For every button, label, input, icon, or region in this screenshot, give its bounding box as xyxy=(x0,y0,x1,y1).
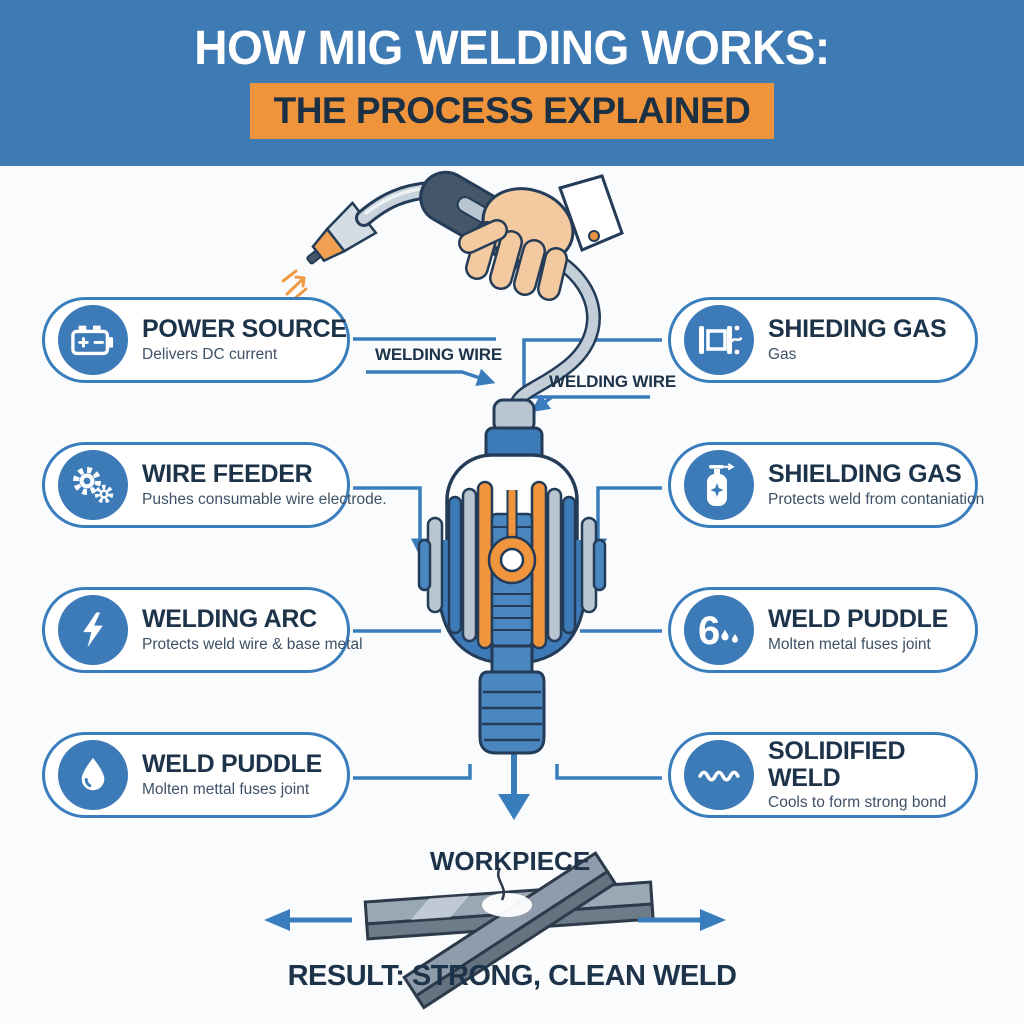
callout-subtitle: Cools to form strong bond xyxy=(768,793,947,811)
callout-title: WELDING ARC xyxy=(142,605,317,634)
lightning-icon xyxy=(83,612,103,648)
sleeve-cuff xyxy=(558,174,624,253)
callout-shielding-gas-2: SHIELDING GAS Protects weld from contani… xyxy=(668,442,985,528)
welding-wire-label-left: WELDING WIRE xyxy=(375,345,502,364)
callout-subtitle: Delivers DC current xyxy=(142,345,278,363)
torch-cable xyxy=(509,254,601,411)
callout-power-source: POWER SOURCE Delivers DC current xyxy=(42,297,350,383)
feed-rollers xyxy=(447,480,577,650)
welding-torch xyxy=(281,170,624,301)
callout-welding-arc: WELDING ARC Protects weld wire & base me… xyxy=(42,587,363,673)
callout-title: SHIEDING GAS xyxy=(768,315,947,344)
icon-circle xyxy=(684,305,754,375)
icon-circle xyxy=(684,740,754,810)
callout-weld-puddle-left: WELD PUDDLE Molten mettal fuses joint xyxy=(42,732,350,818)
callout-solidified-weld: SOLIDIFIED WELD Cools to form strong bon… xyxy=(668,732,978,818)
welding-wire-label-right: WELDING WIRE xyxy=(549,372,676,391)
callout-subtitle: Protects weld wire & base metal xyxy=(142,635,363,653)
workpiece xyxy=(363,851,655,1010)
page-title: HOW MIG WELDING WORKS: xyxy=(194,19,830,75)
wire-feeder-assembly xyxy=(417,398,607,755)
spark-icon xyxy=(281,269,308,301)
callout-shielding-gas-1: SHIEDING GAS Gas xyxy=(668,297,978,383)
droplet-icon xyxy=(81,758,105,791)
result-label: RESULT: STRONG, CLEAN WELD xyxy=(287,960,737,992)
wave-icon xyxy=(698,770,740,782)
gas-cylinder-icon xyxy=(707,463,735,506)
svg-text:6: 6 xyxy=(698,609,720,652)
callout-weld-puddle-right: 6 WELD PUDDLE Molten metal fuses joint xyxy=(668,587,978,673)
callout-title: WELD PUDDLE xyxy=(768,605,949,634)
icon-circle xyxy=(58,595,128,665)
callout-subtitle: Pushes consumable wire electrode. xyxy=(142,490,387,508)
callout-title: POWER SOURCE xyxy=(142,315,347,344)
torch-nozzle-tip xyxy=(306,201,378,265)
icon-circle xyxy=(684,450,754,520)
callout-subtitle: Gas xyxy=(768,345,797,363)
callout-subtitle: Protects weld from contaniation xyxy=(768,490,985,508)
weld-bead-squiggle xyxy=(497,867,505,901)
down-arrow xyxy=(498,753,530,820)
callout-title: WIRE FEEDER xyxy=(142,460,313,489)
icon-circle xyxy=(58,450,128,520)
hand xyxy=(458,174,624,301)
travel-arrows xyxy=(264,909,726,931)
six-droplets-icon: 6 xyxy=(698,609,738,652)
icon-circle xyxy=(58,740,128,810)
header: HOW MIG WELDING WORKS: THE PROCESS EXPLA… xyxy=(0,0,1024,166)
callout-wire-feeder: WIRE FEEDER Pushes consumable wire elect… xyxy=(42,442,387,528)
icon-circle: 6 xyxy=(684,595,754,665)
callout-title: WELD PUDDLE xyxy=(142,750,323,779)
icon-circle xyxy=(58,305,128,375)
gas-pipe-icon xyxy=(699,325,742,355)
callout-subtitle: Molten mettal fuses joint xyxy=(142,780,310,798)
workpiece-label: WORKPIECE xyxy=(429,846,591,876)
feeder-nozzle xyxy=(478,644,546,755)
callout-title: SOLIDIFIED WELD xyxy=(768,737,906,792)
weld-glow xyxy=(482,893,532,917)
callout-title: SHIELDING GAS xyxy=(768,460,962,489)
gears-icon xyxy=(73,467,114,504)
callout-subtitle: Molten metal fuses joint xyxy=(768,635,931,653)
page-subtitle-banner: THE PROCESS EXPLAINED xyxy=(249,83,775,139)
battery-icon xyxy=(71,325,114,356)
